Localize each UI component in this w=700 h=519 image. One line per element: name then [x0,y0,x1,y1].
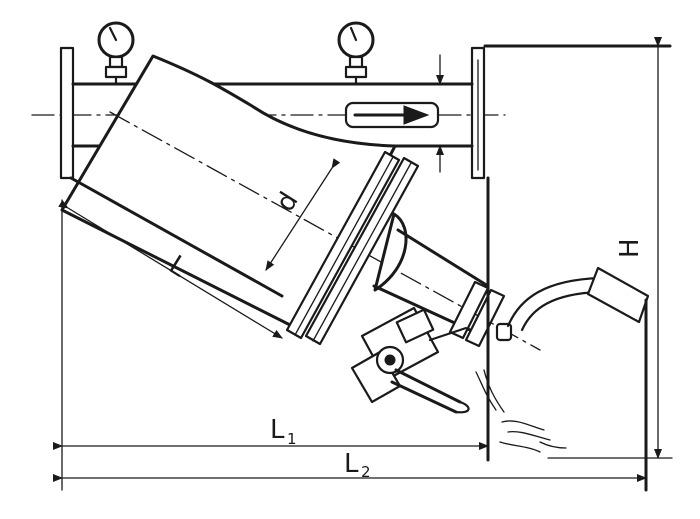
dimension-L1: L 1 [53,415,489,450]
dimension-L2: L 2 [53,449,647,482]
pressure-gauge-right [337,21,375,86]
label-L2: L [344,449,359,479]
left-flange [59,46,75,180]
ball-valve [350,306,470,414]
label-L1: L [270,415,285,445]
flow-arrow-icon [344,101,440,129]
label-L1-subscript: 1 [287,430,297,448]
label-L2-subscript: 2 [361,463,371,481]
pipe-diameter-marker [427,54,453,173]
label-H: H [615,238,645,258]
drain-hose [506,266,650,332]
outflow-marks [475,369,567,453]
pressure-gauge-left [97,21,135,86]
drain-flange [448,280,513,348]
dimension-H: H [615,37,662,459]
